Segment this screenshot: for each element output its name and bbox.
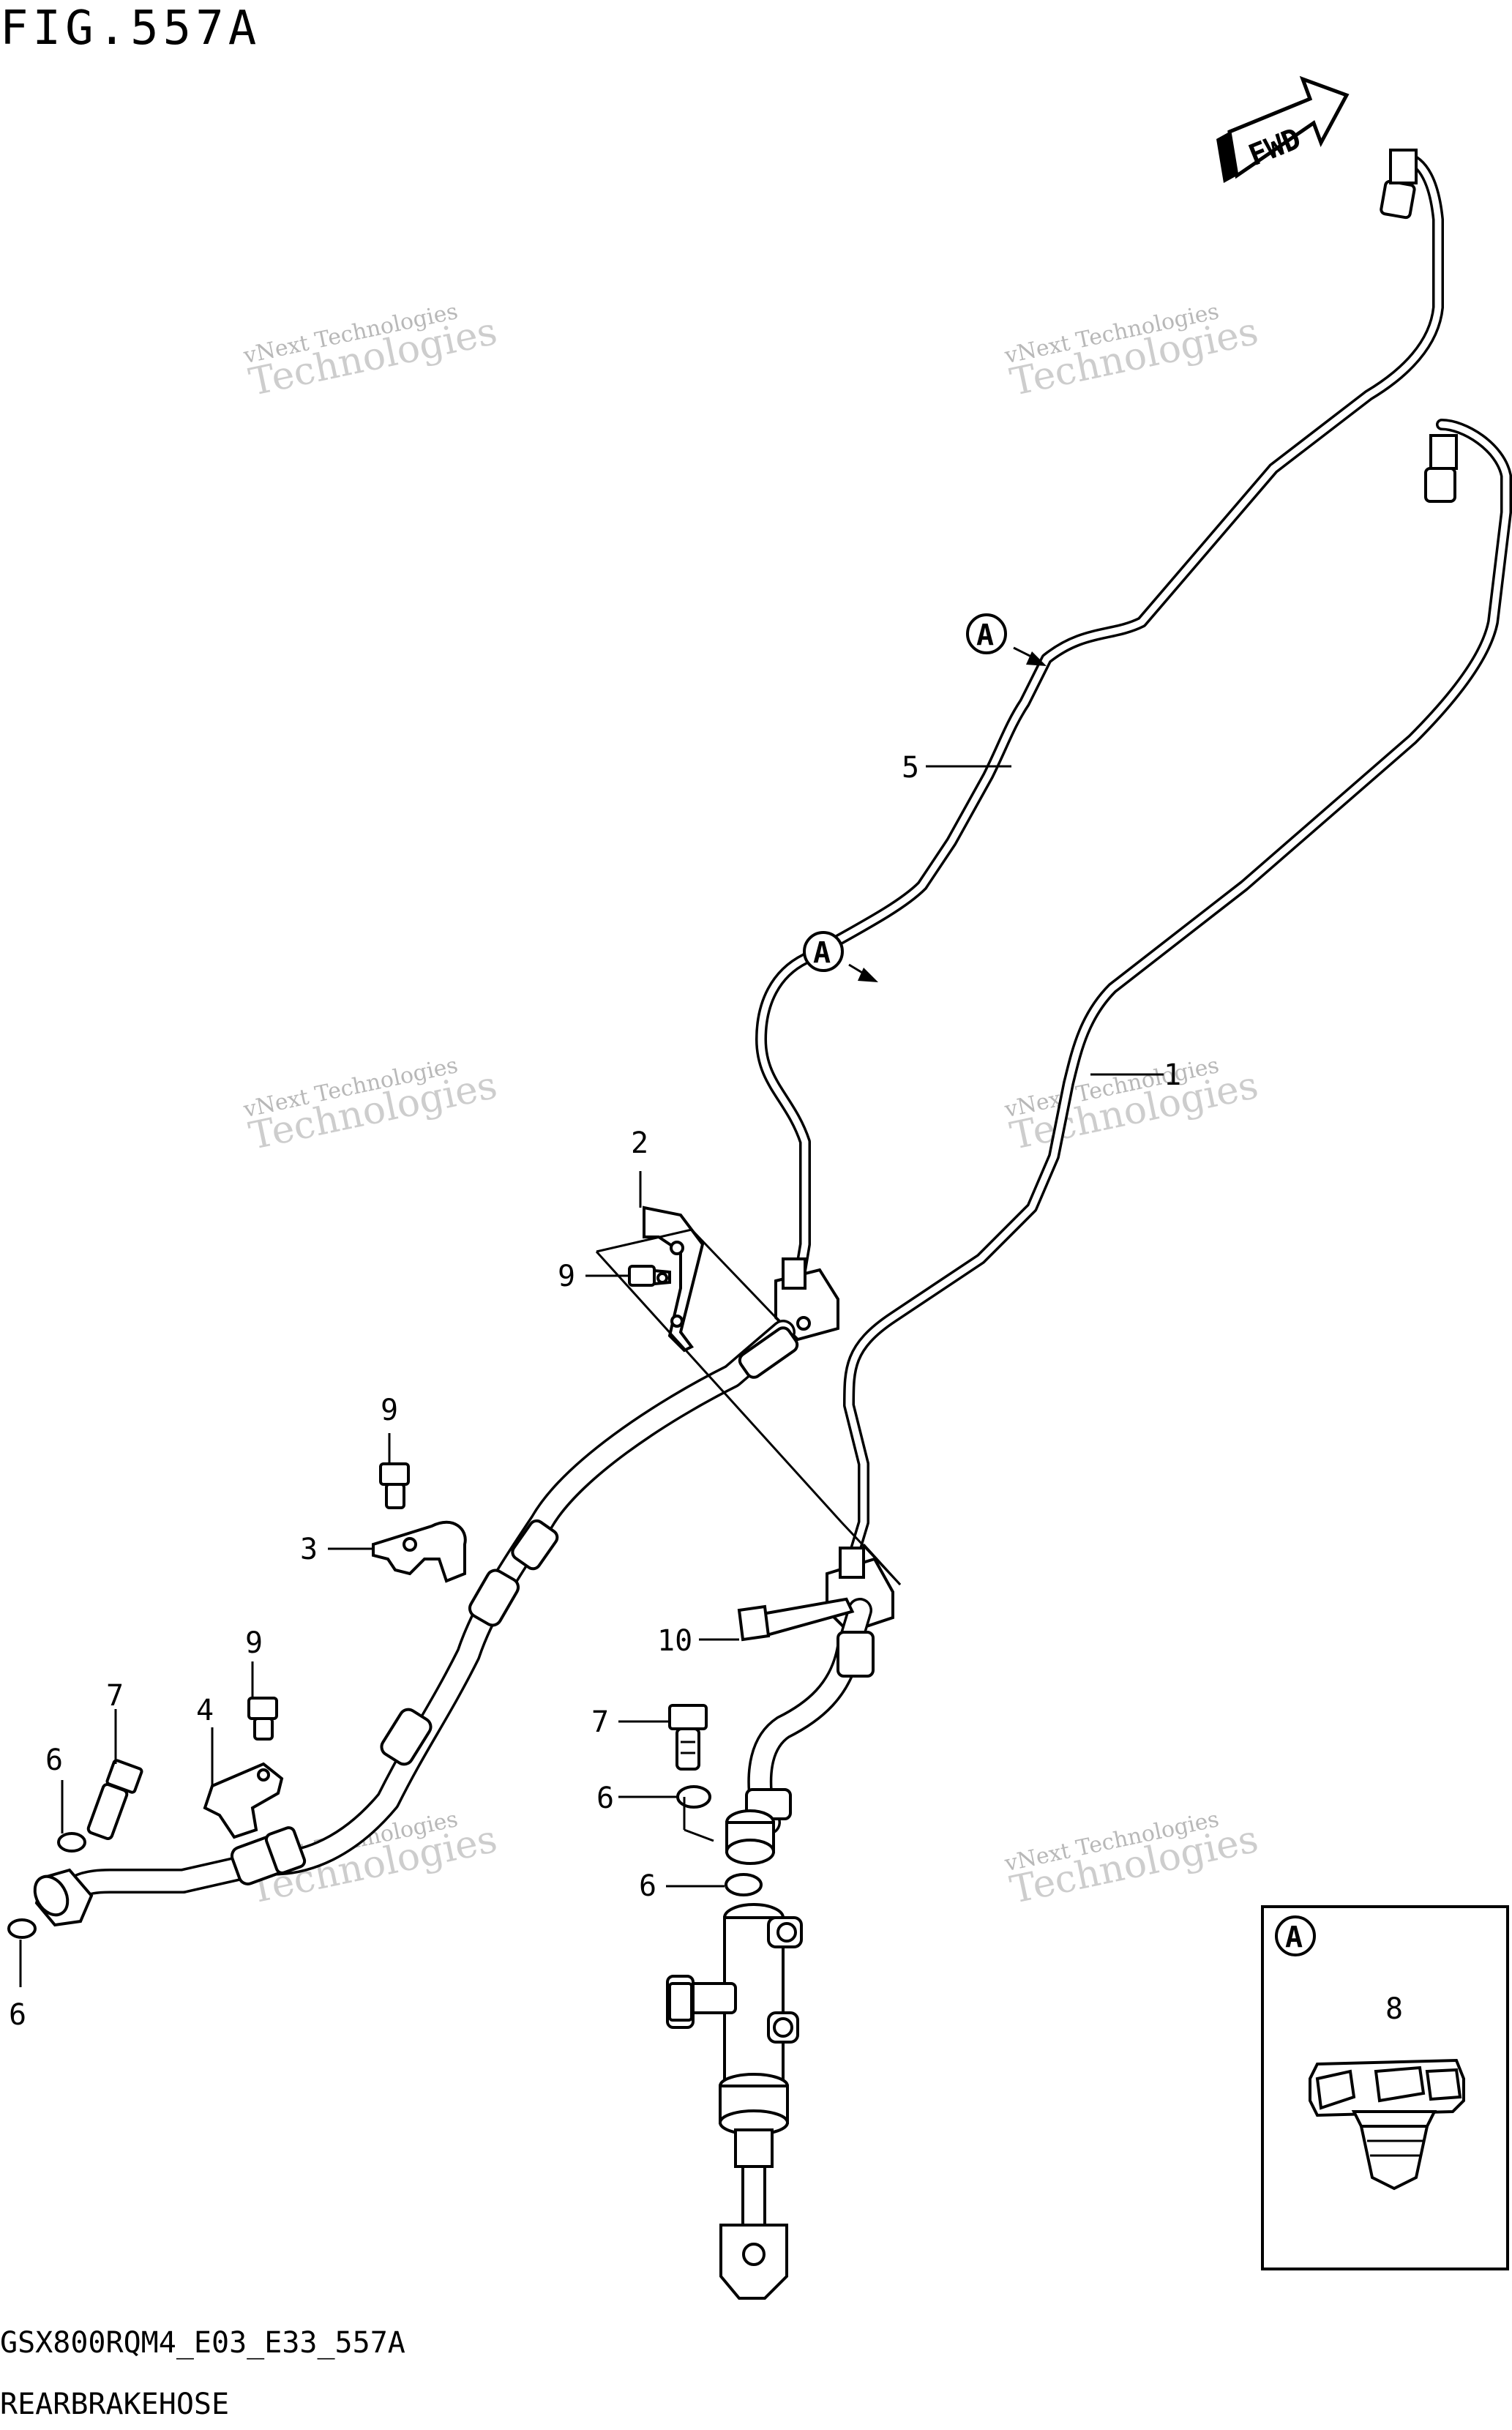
- callout-2: 2: [631, 1126, 648, 1160]
- callout-10: 10: [657, 1624, 692, 1658]
- bolt-9-upper: [628, 1265, 671, 1287]
- clip-location-arrow-upper: A: [966, 613, 1047, 666]
- washer-6-a: [57, 1832, 86, 1853]
- callout-7a: 7: [106, 1679, 124, 1713]
- callout-4: 4: [196, 1694, 214, 1727]
- callout-6a: 6: [45, 1743, 63, 1777]
- union-bolt-7-left: [86, 1759, 143, 1841]
- callout-1: 1: [1164, 1058, 1181, 1092]
- figure-title: FIG.557A: [0, 1, 261, 56]
- washer-6-c: [676, 1785, 711, 1809]
- rear-brake-hose: [33, 1320, 799, 1927]
- callout-6b: 6: [9, 1998, 26, 2032]
- fwd-arrow-icon: FWD: [1216, 75, 1350, 183]
- guide-line: [862, 1543, 902, 1586]
- guide-line: [595, 1250, 843, 1524]
- clip-location-arrow-lower: A: [803, 931, 878, 982]
- guide-line: [690, 1228, 777, 1319]
- callout-6d: 6: [639, 1869, 656, 1903]
- callout-5: 5: [902, 751, 919, 785]
- detail-box-a: A 8: [1261, 1905, 1509, 2270]
- bolt-9-lower: [247, 1697, 278, 1741]
- washer-6-d: [725, 1873, 763, 1896]
- pipe-clip-8: [1309, 2058, 1465, 2191]
- union-bolt-7-right: [668, 1704, 708, 1771]
- guide-line: [684, 1828, 714, 1842]
- clip-marker-label: A: [813, 936, 831, 970]
- callout-9c: 9: [245, 1626, 263, 1660]
- bolt-9-middle: [379, 1462, 410, 1509]
- master-cylinder: [666, 1903, 803, 2300]
- clamp-4: [203, 1762, 284, 1839]
- callout-9b: 9: [381, 1394, 398, 1427]
- callout-8: 8: [1385, 1992, 1403, 2026]
- detail-box-label: A: [1285, 1921, 1303, 1954]
- brake-pipe-5: [755, 149, 1444, 1294]
- callout-9a: 9: [558, 1260, 575, 1293]
- bracket-3: [372, 1520, 467, 1583]
- model-code: GSX800RQM4_E03_E33_557A: [0, 2326, 405, 2360]
- callout-6c: 6: [596, 1782, 614, 1815]
- washer-6-b: [7, 1918, 37, 1939]
- lower-brake-hose: [725, 1598, 875, 1865]
- callout-7b: 7: [591, 1705, 609, 1739]
- clip-marker-label: A: [976, 618, 994, 652]
- guide-line: [596, 1228, 692, 1253]
- bolt-10: [737, 1597, 855, 1642]
- brake-pipe-1: [843, 419, 1512, 1565]
- diagram-description: REARBRAKEHOSE: [0, 2388, 230, 2421]
- callout-3: 3: [300, 1533, 318, 1566]
